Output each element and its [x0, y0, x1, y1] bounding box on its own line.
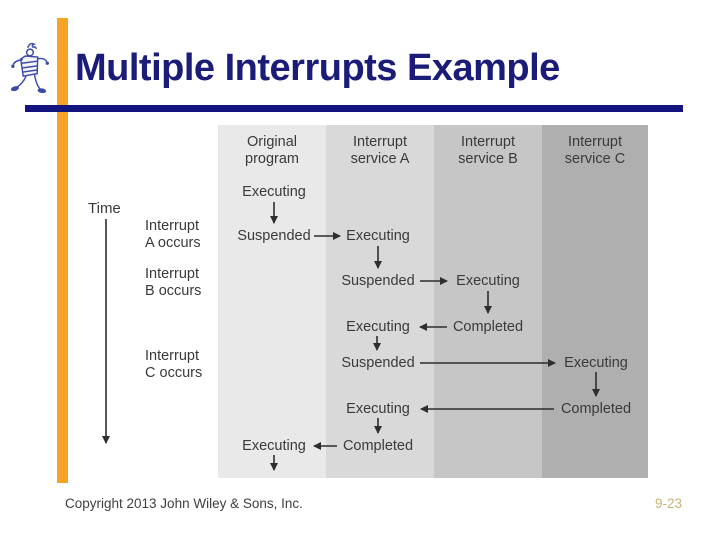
- column-header-line1: Original: [247, 134, 297, 150]
- event-line1: Interrupt: [145, 348, 199, 364]
- column-header-line1: Interrupt: [568, 134, 622, 150]
- footer-copyright: Copyright 2013 John Wiley & Sons, Inc.: [65, 496, 303, 511]
- column-interrupt-service-b: Interrupt service B: [434, 125, 542, 478]
- column-interrupt-service-c: Interrupt service C: [542, 125, 648, 478]
- state-service-a-suspended-1: Suspended: [341, 273, 415, 289]
- event-interrupt-c-occurs: Interrupt C occurs: [145, 348, 202, 382]
- mascot-icon: [10, 42, 49, 94]
- column-header-line2: service B: [458, 151, 518, 167]
- column-header-line2: service A: [350, 151, 410, 167]
- state-service-a-completed: Completed: [342, 438, 414, 454]
- column-header-line2: service C: [564, 151, 626, 167]
- state-service-c-executing: Executing: [564, 355, 628, 371]
- footer-page-number: 9-23: [655, 496, 683, 511]
- event-line1: Interrupt: [145, 218, 199, 234]
- state-original-suspended: Suspended: [237, 228, 311, 244]
- column-interrupt-service-a: Interrupt service A: [326, 125, 434, 478]
- event-interrupt-b-occurs: Interrupt B occurs: [145, 266, 201, 300]
- column-header-service-a: Interrupt service A: [326, 134, 434, 168]
- event-line2: C occurs: [145, 365, 203, 381]
- column-header-line1: Interrupt: [353, 134, 407, 150]
- column-header-service-b: Interrupt service B: [434, 134, 542, 168]
- title-underline: [25, 105, 683, 112]
- state-service-a-suspended-2: Suspended: [341, 355, 415, 371]
- column-header-line2: program: [245, 151, 299, 167]
- column-header-service-c: Interrupt service C: [542, 134, 648, 168]
- state-service-c-completed: Completed: [560, 401, 632, 417]
- column-original-program: Original program: [218, 125, 326, 478]
- event-line2: A occurs: [145, 235, 201, 251]
- event-line2: B occurs: [145, 283, 202, 299]
- event-interrupt-a-occurs: Interrupt A occurs: [145, 218, 201, 252]
- state-service-a-executing-2: Executing: [346, 319, 410, 335]
- state-service-a-executing-1: Executing: [346, 228, 410, 244]
- state-original-executing-1: Executing: [242, 184, 306, 200]
- column-header-original: Original program: [218, 134, 326, 168]
- state-service-b-completed: Completed: [452, 319, 524, 335]
- time-axis-label: Time: [88, 200, 121, 217]
- state-service-a-executing-3: Executing: [346, 401, 410, 417]
- accent-bar: [57, 18, 68, 483]
- event-line1: Interrupt: [145, 266, 199, 282]
- state-service-b-executing: Executing: [456, 273, 520, 289]
- column-header-line1: Interrupt: [461, 134, 515, 150]
- page-title: Multiple Interrupts Example: [75, 47, 560, 89]
- state-original-executing-2: Executing: [242, 438, 306, 454]
